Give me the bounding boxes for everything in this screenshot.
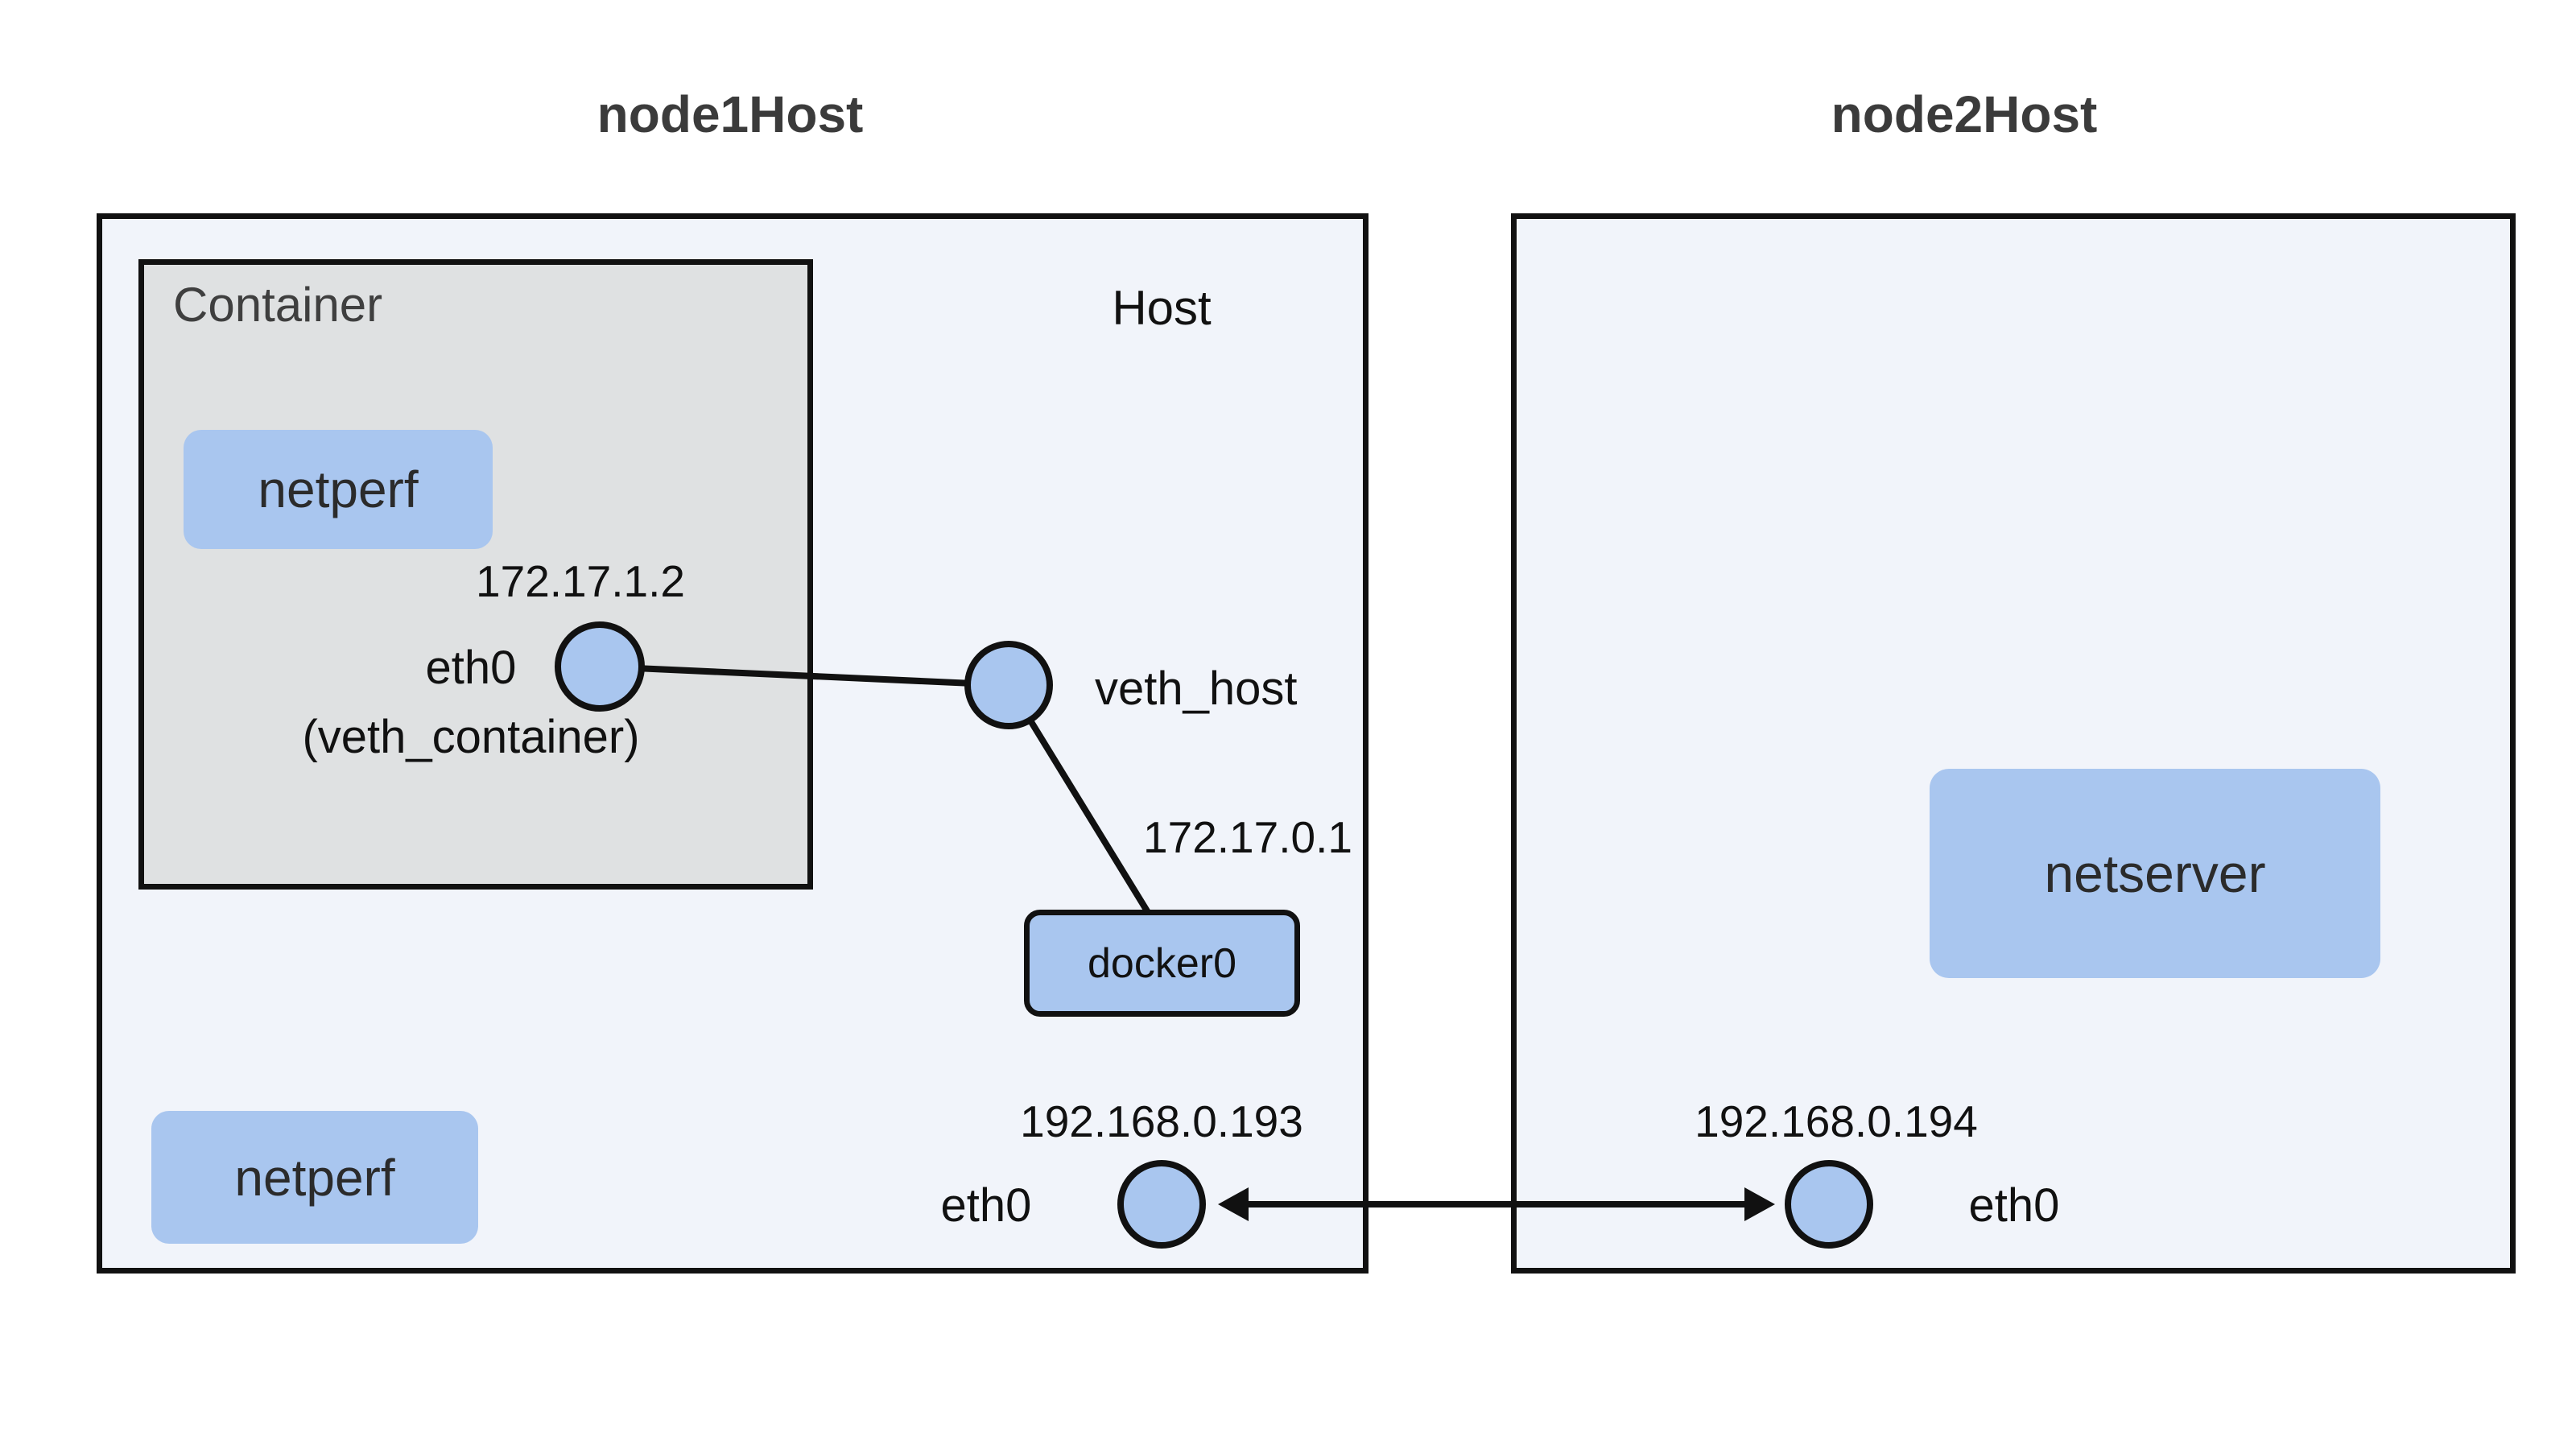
container-label: Container <box>173 278 383 332</box>
container-box <box>138 259 813 890</box>
node1-title: node1Host <box>597 85 864 143</box>
container-ip-label: 172.17.1.2 <box>476 556 685 606</box>
container-eth0-label: eth0 (veth_container) <box>270 634 672 772</box>
node1-eth0-label: eth0 <box>940 1179 1032 1232</box>
node2-host-box <box>1511 213 2516 1274</box>
veth-container-line2: (veth_container) <box>302 711 640 763</box>
host-label: Host <box>1112 281 1212 335</box>
node1-eth0-ip-label: 192.168.0.193 <box>1020 1096 1303 1146</box>
veth-host-label: veth_host <box>1095 663 1298 715</box>
container-eth0-line1: eth0 <box>425 642 517 694</box>
docker0-bridge-box: docker0 <box>1024 910 1300 1017</box>
node2-eth0-label: eth0 <box>1968 1179 2060 1232</box>
node2-title: node2Host <box>1831 85 2098 143</box>
container-netperf-box: netperf <box>184 430 493 549</box>
node2-eth0-ip-label: 192.168.0.194 <box>1695 1096 1978 1146</box>
docker0-ip-label: 172.17.0.1 <box>1143 812 1352 862</box>
container-netperf-label: netperf <box>258 460 419 518</box>
netserver-box: netserver <box>1930 769 2380 978</box>
docker0-bridge-label: docker0 <box>1088 939 1236 987</box>
host-netperf-box: netperf <box>151 1111 478 1244</box>
netserver-label: netserver <box>2044 844 2266 903</box>
host-netperf-label: netperf <box>234 1148 395 1207</box>
